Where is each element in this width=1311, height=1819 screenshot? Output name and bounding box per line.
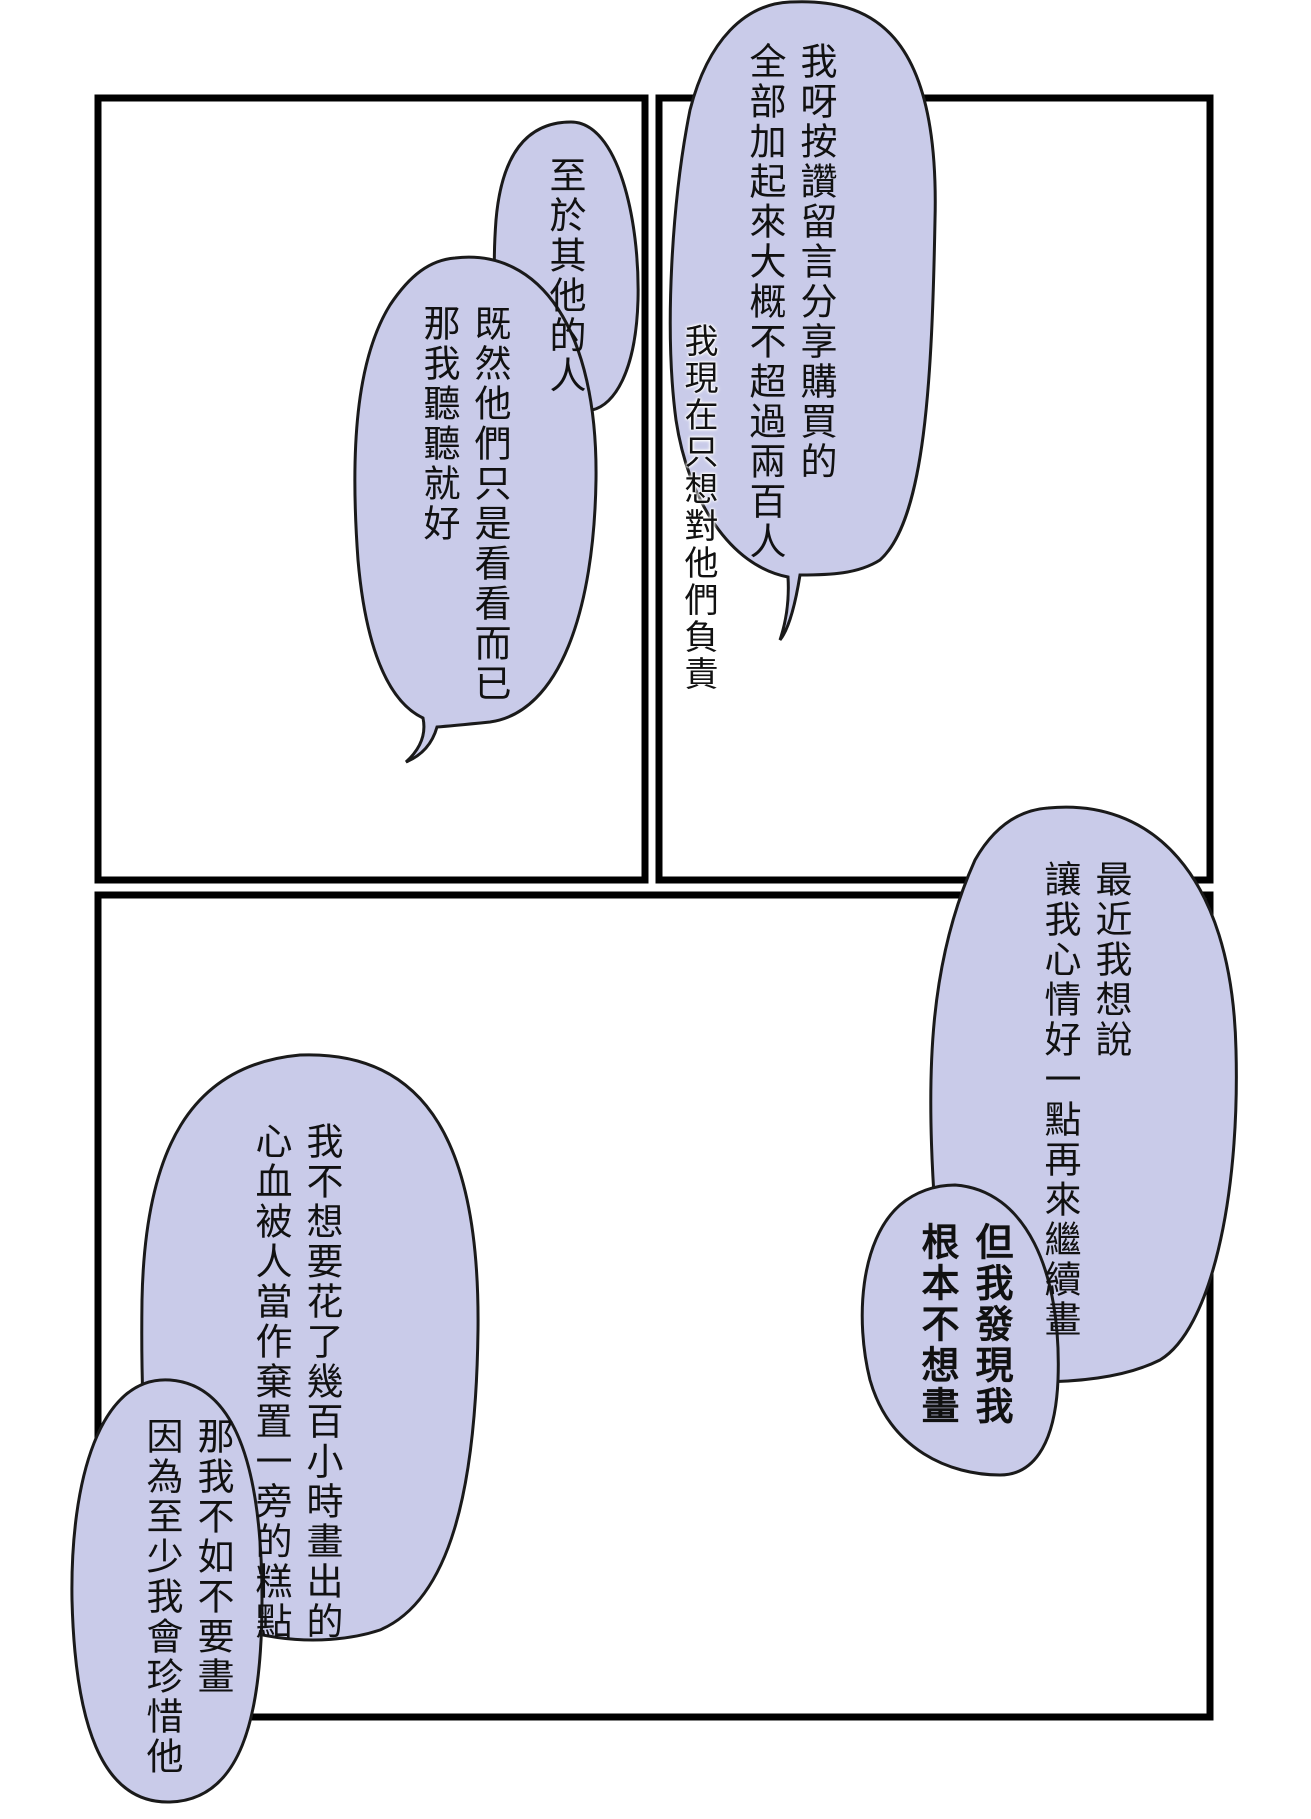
bubble-line: 根本不想畫 bbox=[915, 1222, 959, 1427]
bubble-text-bottom-right-lower: 但我發現我 根本不想畫 bbox=[915, 1222, 1013, 1427]
narration-text: 我現在只想對他們負責 bbox=[678, 323, 718, 693]
bubble-line: 讓我心情好一點再來繼續畫 bbox=[1038, 860, 1081, 1340]
bubble-line: 我呀按讚留言分享購買的 bbox=[794, 42, 837, 482]
bubble-line: 最近我想說 bbox=[1089, 860, 1132, 1060]
bubble-text-bottom-left-upper: 我不想要花了幾百小時畫出的 心血被人當作棄置一旁的糕點 bbox=[249, 1122, 343, 1642]
bubble-line: 但我發現我 bbox=[969, 1222, 1013, 1427]
bubble-text-bottom-left-lower: 那我不如不要畫 因為至少我會珍惜他 bbox=[140, 1417, 234, 1777]
speech-bubble-bottom-right-lower bbox=[860, 1183, 1060, 1477]
bubble-line: 全部加起來大概不超過兩百人 bbox=[743, 42, 786, 562]
narration-line: 我現在只想對他們負責 bbox=[678, 323, 718, 693]
bubble-text-bottom-right-upper: 最近我想說 讓我心情好一點再來繼續畫 bbox=[1038, 860, 1132, 1340]
bubble-line: 那我不如不要畫 bbox=[191, 1417, 234, 1697]
speech-bubble-bottom-left-lower bbox=[70, 1378, 264, 1804]
bubble-line: 因為至少我會珍惜他 bbox=[140, 1417, 183, 1777]
bubble-line: 至於其他的人 bbox=[543, 156, 586, 396]
bubble-text-top-left-small: 至於其他的人 bbox=[543, 156, 586, 396]
bubble-text-top-left-large: 既然他們只是看看而已 那我聽聽就好 bbox=[417, 304, 511, 704]
bubble-line: 那我聽聽就好 bbox=[417, 304, 460, 544]
speech-bubble-top-left-large bbox=[353, 255, 598, 764]
speech-bubble-top-right bbox=[668, 0, 937, 641]
bubble-line: 我不想要花了幾百小時畫出的 bbox=[300, 1122, 343, 1642]
bubble-text-top-right: 我呀按讚留言分享購買的 全部加起來大概不超過兩百人 bbox=[743, 42, 837, 562]
bubble-line: 既然他們只是看看而已 bbox=[468, 304, 511, 704]
bubble-line: 心血被人當作棄置一旁的糕點 bbox=[249, 1122, 292, 1642]
